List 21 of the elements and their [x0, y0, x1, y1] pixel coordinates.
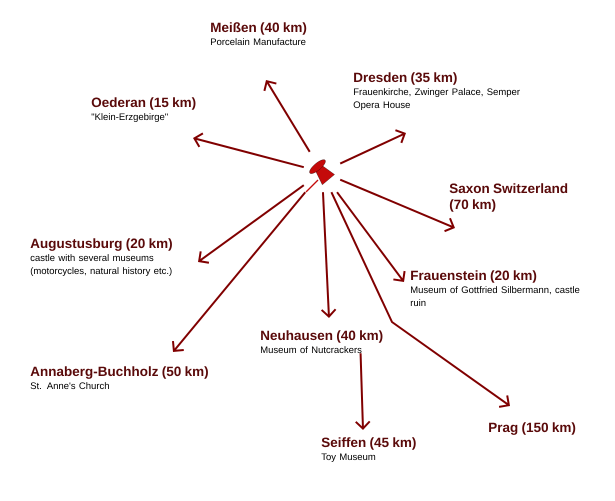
- place-label: Saxon Switzerland (70 km): [450, 183, 568, 212]
- arrow: [320, 192, 336, 318]
- arrow: [193, 132, 304, 168]
- arrow: [336, 192, 406, 282]
- place-label: Frauenstein (20 km) Museum of Gottfried Silbermann, castle ruin: [410, 270, 580, 306]
- arrow: [340, 129, 406, 164]
- arrow: [355, 353, 370, 430]
- place-label: Prag (150 km): [489, 422, 576, 435]
- arrow: [263, 80, 311, 152]
- place-label: Oederan (15 km) "Klein-Erzgebirge": [92, 97, 196, 122]
- pushpin-drawing: [306, 160, 335, 192]
- place-label: Seiffen (45 km) Toy Museum: [321, 437, 416, 462]
- place-label: Dresden (35 km) Frauenkirche, Zwinger Palace, Semper Opera House: [354, 72, 520, 110]
- arrow: [198, 184, 304, 264]
- arrow: [330, 192, 510, 408]
- place-label: Meißen (40 km) Porcelain Manufacture: [211, 22, 306, 46]
- place-label: Annaberg-Buchholz (50 km) St. Anne's Church: [30, 366, 208, 390]
- arrow: [172, 192, 306, 352]
- place-label: Neuhausen (40 km) Museum of Nutcrackers: [261, 330, 382, 354]
- place-label: Augustusburg (20 km) castle with several museums (motorcycles, natural history etc.): [30, 238, 172, 276]
- arrow: [340, 178, 455, 232]
